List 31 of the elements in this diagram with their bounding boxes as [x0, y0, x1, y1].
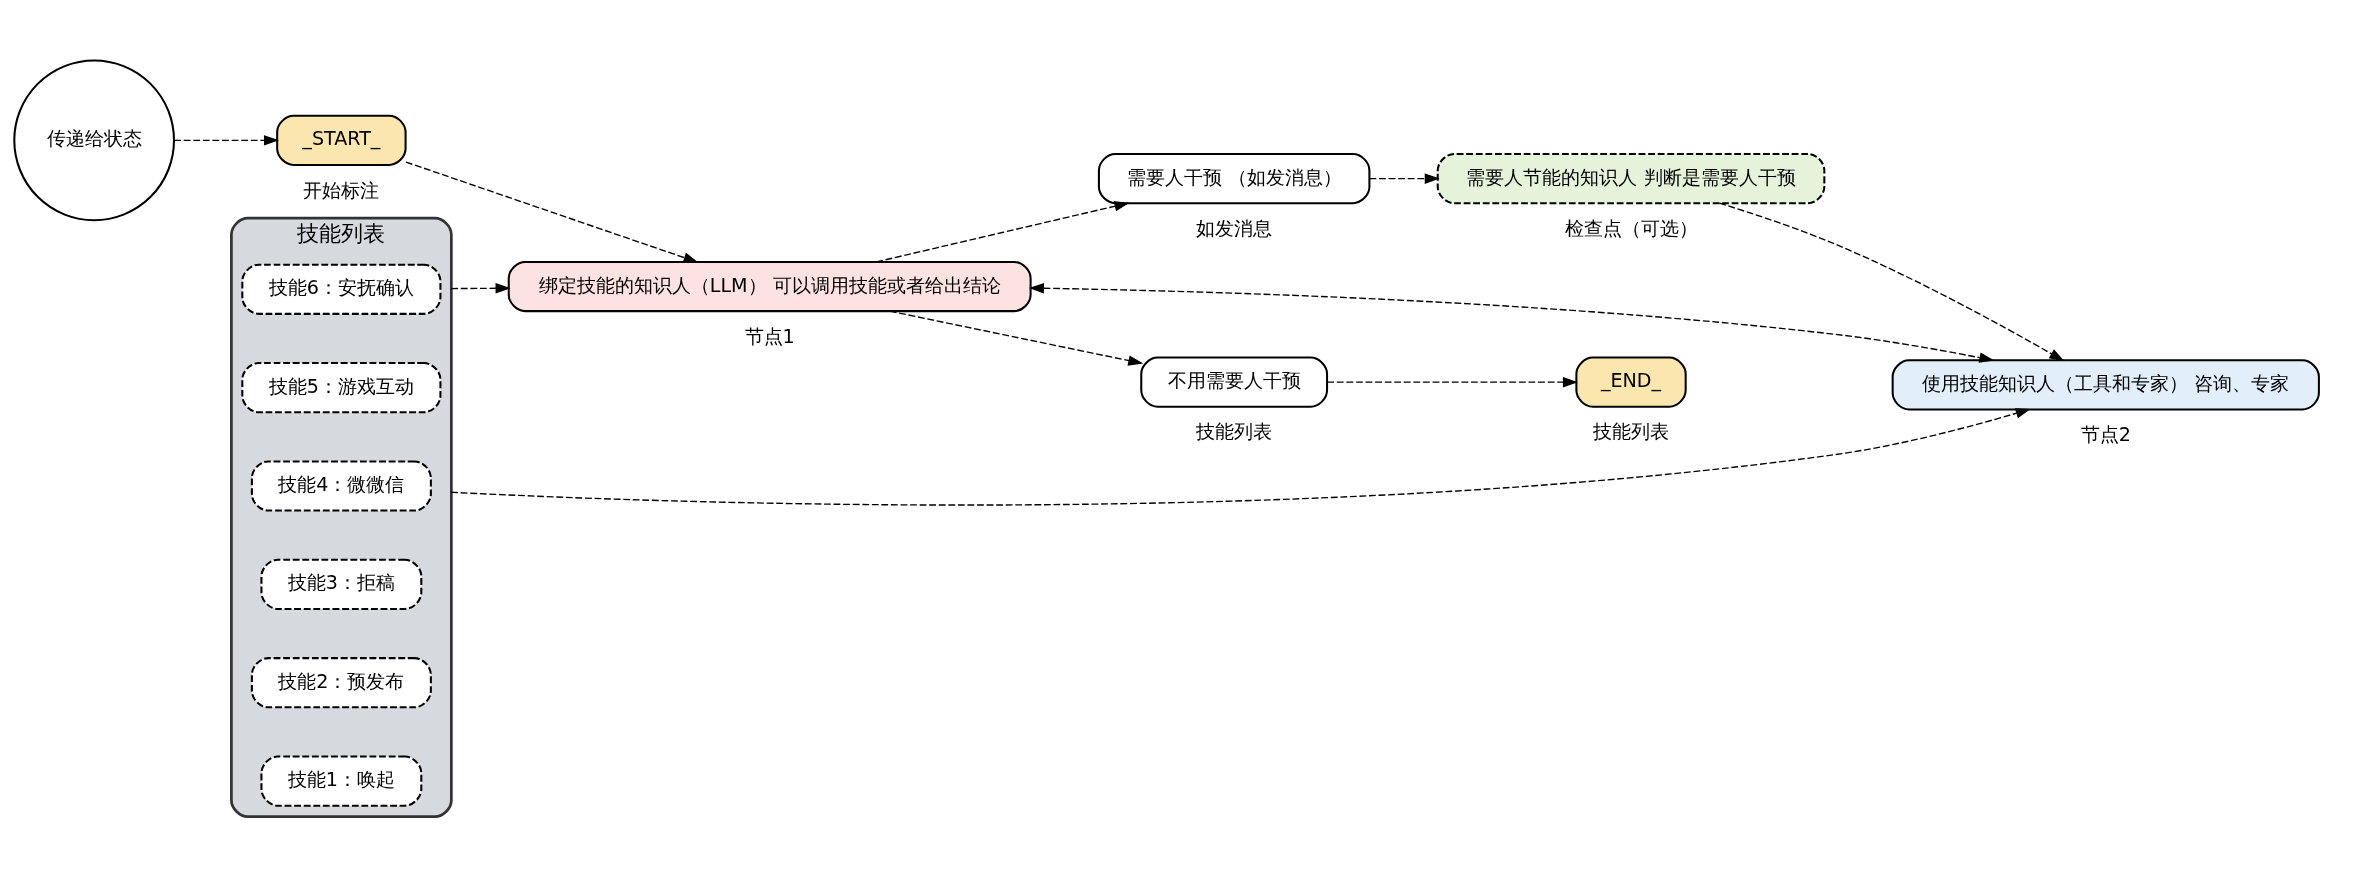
node-box: 技能4：微微信	[250, 460, 432, 512]
node-box: 需要人干预 （如发消息）	[1097, 153, 1371, 205]
arrow	[875, 201, 1130, 263]
node-circle: 传递给状态	[13, 59, 176, 222]
arrow	[1368, 173, 1440, 184]
arrow	[1028, 282, 1995, 363]
node-box: 使用技能知识人（工具和专家） 咨询、专家	[1891, 359, 2320, 411]
arrow	[1718, 202, 2065, 362]
node-label: 检查点（可选）	[1564, 216, 1698, 240]
arrow	[1326, 376, 1578, 388]
node-box: 技能1：唤起	[260, 755, 423, 807]
node-label: 节点2	[2080, 423, 2131, 447]
arrow	[173, 135, 279, 146]
node-label: 节点1	[744, 324, 795, 348]
arrow	[405, 161, 699, 263]
node-box: _START_	[276, 114, 407, 166]
node-label: 技能列表	[1593, 420, 1670, 444]
node-box: 技能5：游戏互动	[241, 362, 442, 414]
arrow	[450, 408, 2031, 506]
node-box: _END_	[1575, 356, 1687, 408]
node-box: 需要人节能的知识人 判断是需要人干预	[1436, 153, 1826, 205]
node-label: 技能列表	[1196, 420, 1273, 444]
node-box: 技能6：安抚确认	[241, 263, 442, 315]
node-box: 技能2：预发布	[250, 657, 432, 709]
node-label: 如发消息	[1196, 216, 1273, 240]
node-box: 技能3：拒稿	[260, 558, 423, 610]
node-label: 开始标注	[303, 178, 380, 202]
node-box: 不用需要人干预	[1140, 356, 1329, 408]
arrow	[450, 283, 511, 294]
node-box: 绑定技能的知识人（LLM） 可以调用技能或者给出结论	[507, 260, 1032, 313]
arrow	[889, 310, 1144, 366]
